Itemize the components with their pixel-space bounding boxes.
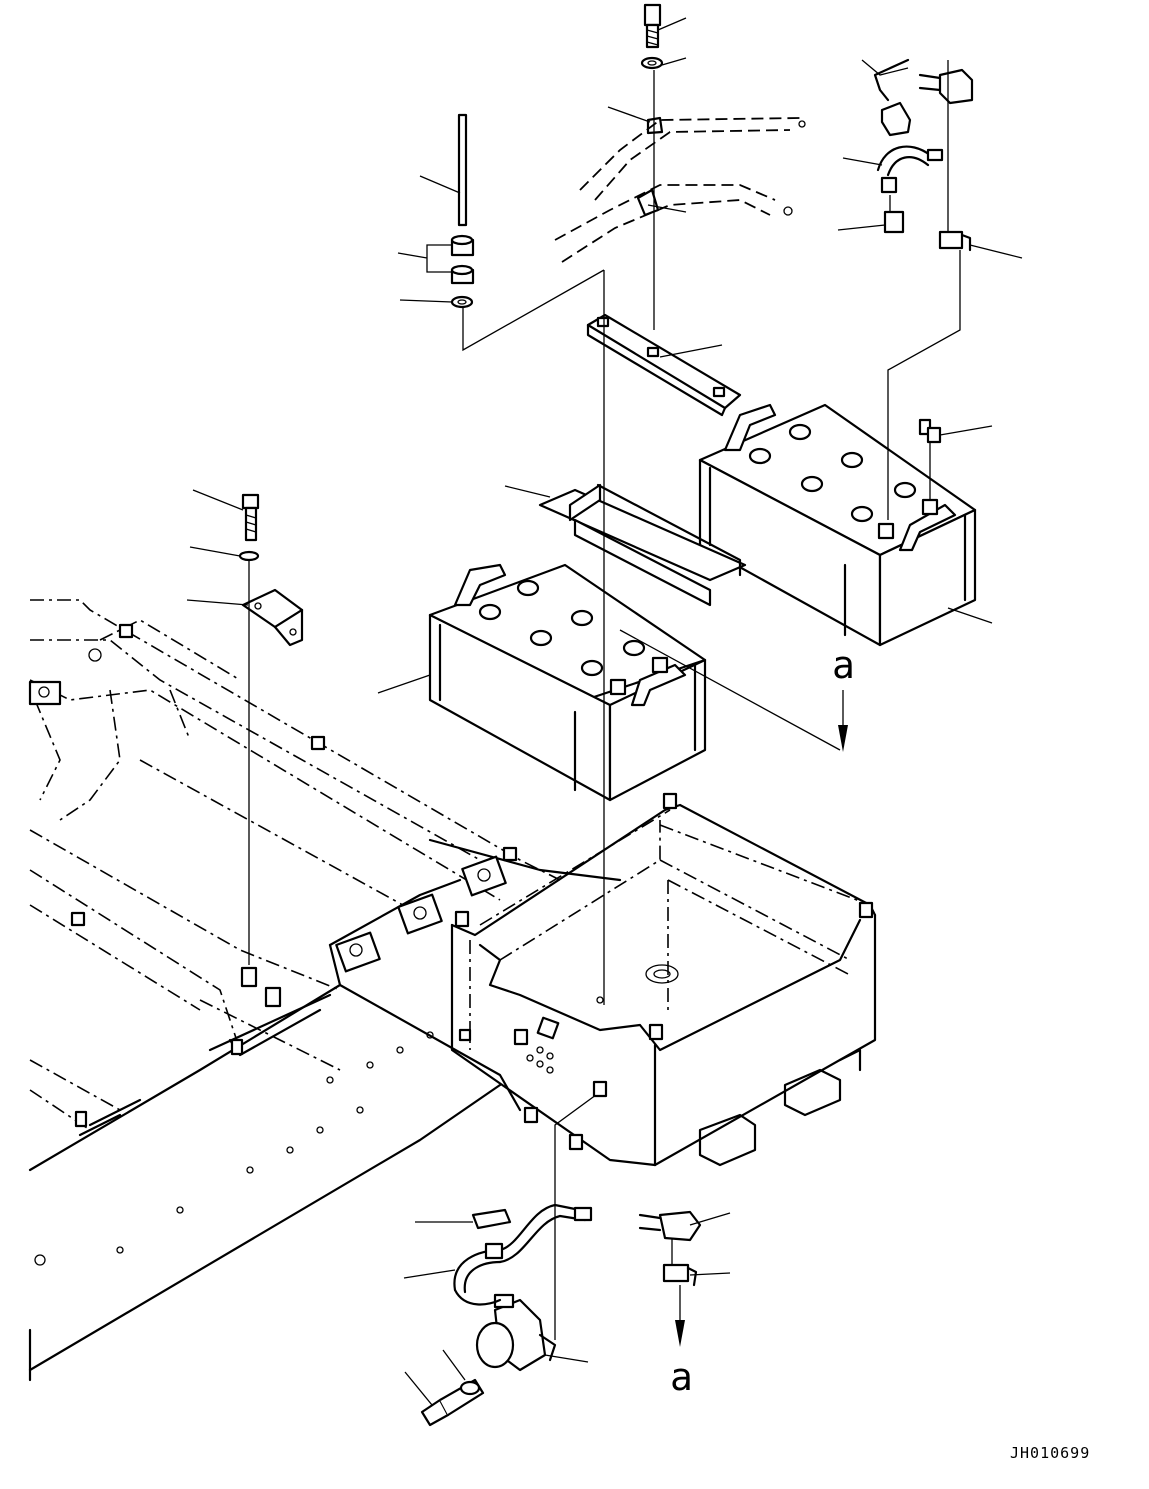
drawing-code: JH010699 (1010, 1444, 1090, 1462)
battery-cable-top (873, 58, 974, 252)
assembly-center-lines (248, 70, 961, 1005)
battery-rear (698, 403, 977, 647)
hold-down-rod (450, 113, 475, 309)
machine-frame (28, 599, 622, 1382)
connection-arrow-lower (675, 1285, 685, 1347)
battery-tray (450, 792, 877, 1167)
connection-arrow-upper (838, 690, 848, 752)
battery-hold-down-bar (586, 313, 742, 417)
terminal-clip (918, 418, 942, 444)
leader-lines (186, 17, 1023, 1406)
cable-bolt-set (554, 3, 806, 263)
battery-front (428, 563, 707, 802)
battery-spacer-plate (538, 483, 747, 607)
mounting-bracket (238, 493, 304, 647)
connection-label-upper: a (832, 643, 855, 687)
battery-relay (420, 1080, 702, 1427)
connection-label-lower: a (670, 1355, 693, 1399)
